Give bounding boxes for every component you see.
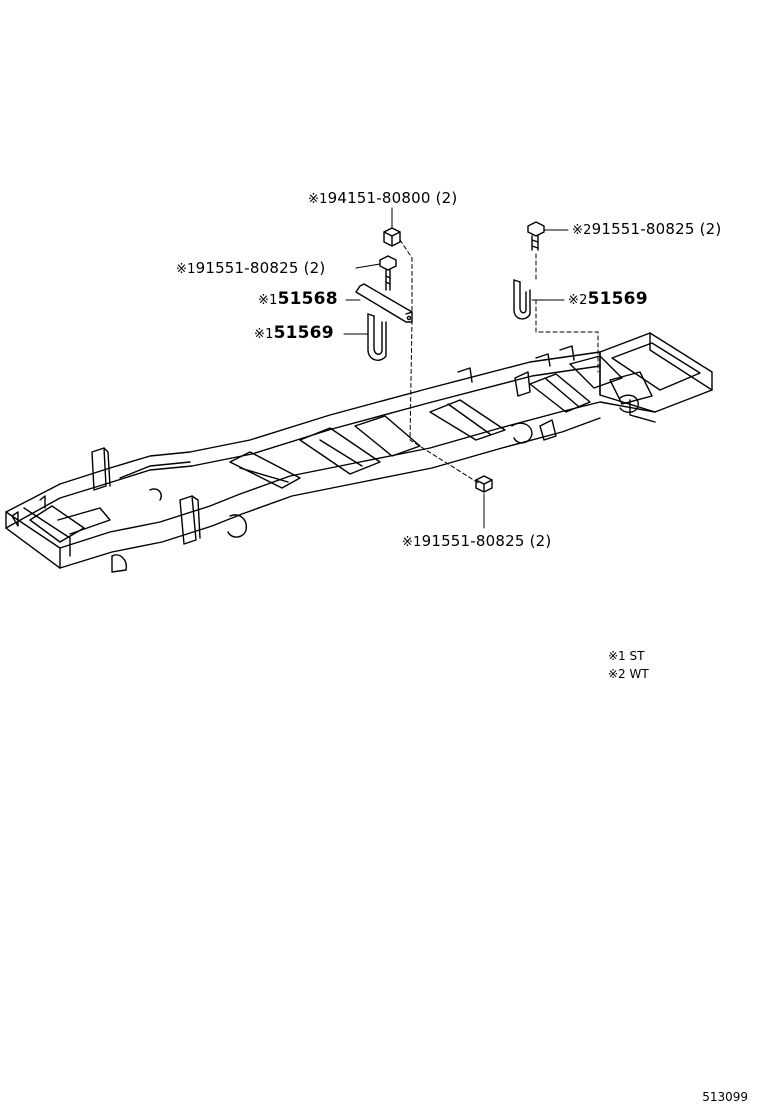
callout-mark: ※1 bbox=[258, 293, 278, 308]
callout-mark: ※1 bbox=[402, 535, 422, 550]
callout-part-number: 91551-80825 bbox=[421, 532, 525, 550]
callout-part-number: 51569 bbox=[587, 289, 648, 309]
part-51568-stay-icon bbox=[355, 283, 413, 323]
callout-51569-st: ※151569 bbox=[254, 324, 334, 344]
part-91551-80825-lower-bolt-icon bbox=[475, 475, 493, 493]
part-94151-80800-nut-icon bbox=[383, 227, 401, 247]
callout-mark: ※1 bbox=[308, 192, 328, 207]
part-91551-80825-wt-bolt-icon bbox=[527, 221, 545, 251]
frame-left-rail bbox=[5, 351, 601, 529]
callout-qty: (2) bbox=[529, 532, 552, 550]
frame-crossmembers bbox=[229, 355, 653, 489]
callout-51569-wt: ※251569 bbox=[568, 290, 648, 310]
legend-text: WT bbox=[629, 667, 649, 681]
frame-brackets bbox=[91, 345, 639, 573]
frame-front-end bbox=[5, 495, 111, 569]
callout-51568: ※151568 bbox=[258, 290, 338, 310]
callout-94151-80800: ※194151-80800 (2) bbox=[308, 189, 457, 209]
legend-mark: ※2 bbox=[608, 667, 626, 681]
callout-part-number: 91551-80825 bbox=[195, 259, 299, 277]
callout-part-number: 91551-80825 bbox=[591, 220, 695, 238]
callout-91551-80825-upper: ※191551-80825 (2) bbox=[176, 259, 325, 279]
part-91551-80825-upper-bolt-icon bbox=[379, 255, 397, 291]
callout-91551-80825-wt: ※291551-80825 (2) bbox=[572, 220, 721, 240]
callout-mark: ※1 bbox=[176, 262, 196, 277]
diagram-id: 513099 bbox=[702, 1090, 748, 1104]
legend-mark: ※1 bbox=[608, 649, 626, 663]
callout-qty: (2) bbox=[435, 189, 458, 207]
legend-item-wt: ※2 WT bbox=[608, 667, 649, 681]
leader-lines bbox=[343, 207, 569, 529]
callout-91551-80825-lower: ※191551-80825 (2) bbox=[402, 532, 551, 552]
callout-qty: (2) bbox=[699, 220, 722, 238]
assembly-guide-lines bbox=[399, 239, 599, 485]
part-51569-wt-clamp-icon bbox=[513, 279, 531, 320]
callout-mark: ※2 bbox=[568, 293, 588, 308]
callout-part-number: 51568 bbox=[277, 289, 338, 309]
callout-mark: ※1 bbox=[254, 327, 274, 342]
legend-item-st: ※1 ST bbox=[608, 649, 644, 663]
legend-text: ST bbox=[629, 649, 645, 663]
part-51569-clamp-icon bbox=[367, 313, 387, 361]
callout-mark: ※2 bbox=[572, 223, 592, 238]
callout-part-number: 51569 bbox=[273, 323, 334, 343]
callout-part-number: 94151-80800 bbox=[327, 189, 431, 207]
frame-right-rail bbox=[59, 401, 656, 569]
callout-qty: (2) bbox=[303, 259, 326, 277]
